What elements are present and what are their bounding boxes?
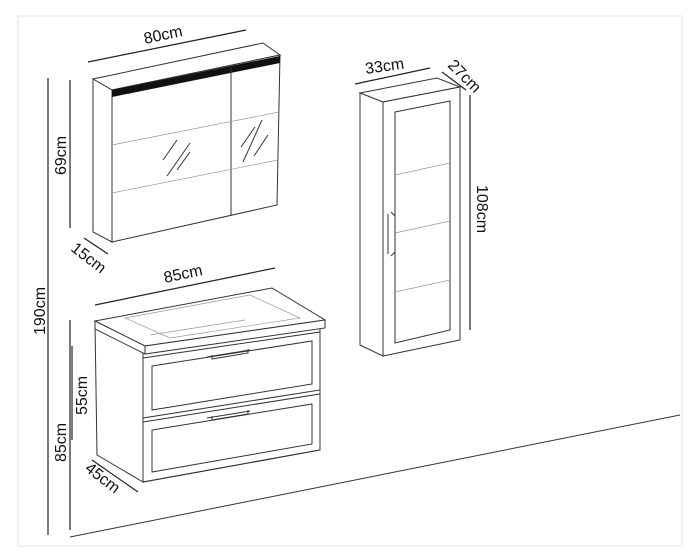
dimension-lines: [47, 29, 471, 535]
dim-mirror-depth: 15cm: [68, 240, 109, 277]
vanity-unit: [93, 287, 327, 483]
dim-tall-width: 33cm: [364, 56, 405, 78]
tall-cabinet: [358, 77, 462, 357]
frame-border: [17, 15, 683, 547]
mirror-cabinet: [91, 42, 282, 243]
cabinet-handle: [387, 211, 396, 257]
drawer-handle-top: [206, 349, 251, 360]
dim-tall-height: 108cm: [473, 185, 490, 233]
dim-vanity-mount-height: 85cm: [53, 423, 70, 462]
mirror-glare-icon: [162, 119, 269, 177]
led-strip: [112, 56, 280, 97]
dim-vanity-width: 85cm: [162, 262, 204, 287]
floor-line: [69, 414, 681, 538]
dim-mirror-height: 69cm: [53, 136, 70, 175]
drawer-handle-bottom: [206, 410, 251, 421]
dim-total-height: 190cm: [32, 287, 49, 335]
dim-vanity-height: 55cm: [74, 376, 91, 415]
